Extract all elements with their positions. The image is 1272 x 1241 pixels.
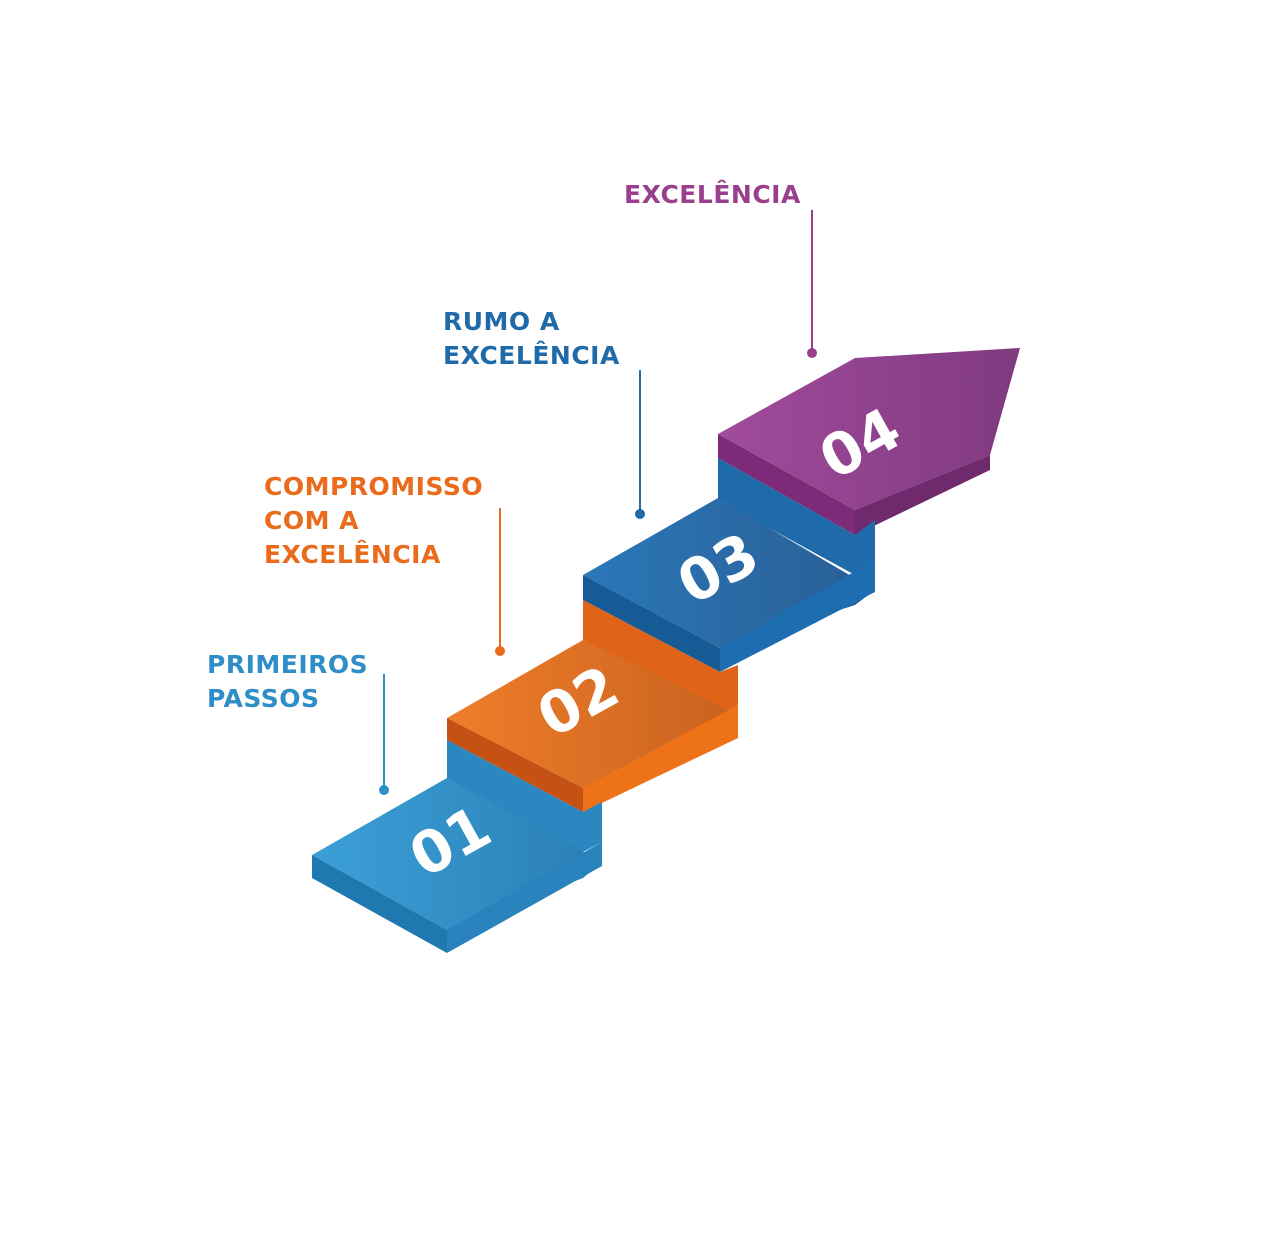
connector-02: [495, 508, 505, 656]
step-01: 01: [312, 740, 602, 953]
step-02-riser: [583, 600, 738, 715]
step-01-front: [447, 842, 602, 953]
connector-01: [379, 674, 389, 795]
step-02-label-line-3: EXCELÊNCIA: [264, 540, 441, 569]
step-02-label-line-1: COMPROMISSO: [264, 472, 484, 501]
step-01-riser: [447, 740, 602, 852]
step-01-label: PRIMEIROS PASSOS: [207, 648, 368, 716]
step-02-label: COMPROMISSO COM A EXCELÊNCIA: [264, 470, 483, 572]
step-03-side: [583, 575, 720, 672]
step-01-side: [312, 855, 447, 953]
step-03-riser: [718, 458, 875, 575]
step-04: 04: [718, 348, 1020, 535]
connector-04: [807, 210, 817, 358]
step-03-label-line-2: EXCELÊNCIA: [443, 341, 620, 370]
step-04-tip-side: [855, 455, 990, 535]
step-02-label-line-2: COM A: [264, 506, 360, 535]
step-04-label-line-1: EXCELÊNCIA: [624, 180, 801, 209]
step-02-front: [583, 705, 738, 812]
step-04-top: [718, 348, 1020, 510]
step-01-label-line-1: PRIMEIROS: [207, 650, 369, 679]
step-01-label-line-2: PASSOS: [207, 684, 320, 713]
step-03-label-line-1: RUMO A: [443, 307, 560, 336]
step-04-label: EXCELÊNCIA: [624, 178, 801, 212]
connector-03: [635, 370, 645, 519]
step-02: 02: [447, 600, 738, 812]
step-02-side: [447, 718, 583, 812]
step-03: 03: [583, 458, 875, 672]
step-03-front: [720, 560, 875, 672]
step-04-side: [718, 434, 855, 535]
step-03-label: RUMO A EXCELÊNCIA: [443, 305, 620, 373]
